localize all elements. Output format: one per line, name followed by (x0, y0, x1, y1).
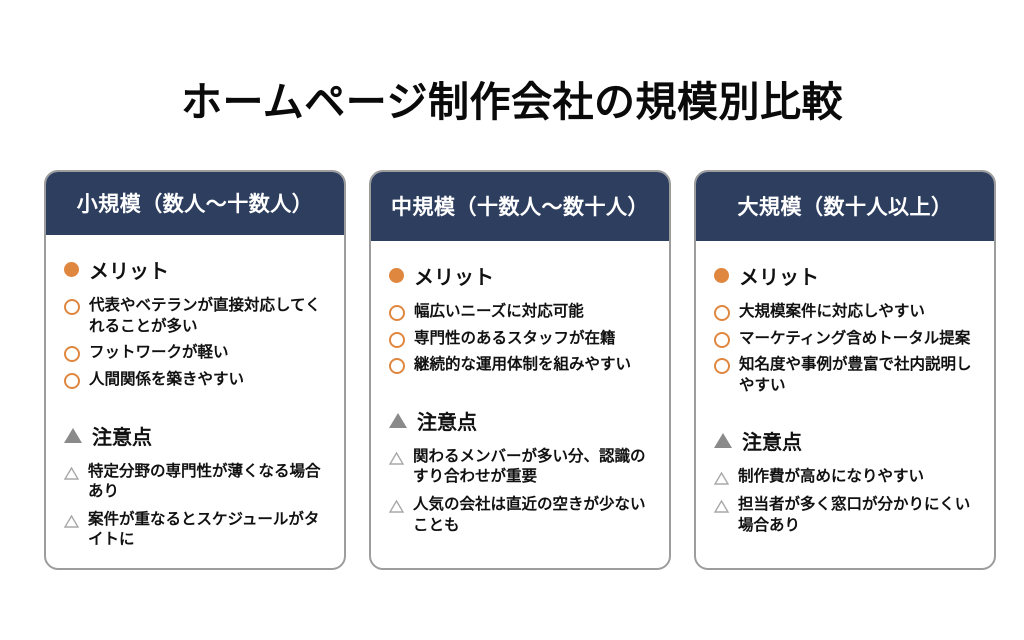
triangle-filled-icon (389, 412, 407, 428)
card-body-medium: メリット 幅広いニーズに対応可能 専門性のあるスタッフが在籍 継続的な運用体制を… (371, 241, 669, 568)
circle-outline-icon (714, 305, 730, 321)
comparison-card-medium: 中規模（十数人〜数十人） メリット 幅広いニーズに対応可能 専門性のあるスタッフ… (369, 170, 671, 570)
triangle-outline-icon (388, 451, 405, 465)
caution-heading: 注意点 (389, 406, 653, 435)
circle-outline-icon (64, 372, 80, 389)
circle-outline-icon (389, 305, 405, 321)
merit-item-text: 知名度や事例が豊富で社内説明しやすい (739, 356, 972, 394)
list-item: マーケティング含めトータル提案 (714, 329, 978, 350)
merit-item-text: フットワークが軽い (89, 344, 229, 362)
caution-heading-label: 注意点 (742, 432, 802, 455)
circle-outline-icon (714, 331, 730, 348)
comparison-card-large: 大規模（数十人以上） メリット 大規模案件に対応しやすい マーケティング含めトー… (694, 170, 996, 570)
merit-heading: メリット (64, 255, 328, 284)
merit-item-text: 継続的な運用体制を組みやすい (414, 356, 632, 374)
list-item: 担当者が多く窓口が分かりにくい場合あり (713, 495, 978, 536)
circle-outline-icon (64, 299, 80, 316)
page-title: ホームページ制作会社の規模別比較 (181, 79, 843, 125)
list-item: 人間関係を築きやすい (64, 370, 328, 391)
circle-outline-icon (389, 331, 405, 348)
merit-heading-label: メリット (89, 261, 169, 284)
list-item: 専門性のあるスタッフが在籍 (389, 329, 653, 350)
caution-heading: 注意点 (64, 421, 328, 450)
card-header-medium: 中規模（十数人〜数十人） (371, 172, 669, 241)
list-item: 特定分野の専門性が薄くなる場合あり (63, 462, 328, 503)
caution-item-text: 案件が重なるとスケジュールがタイトに (88, 510, 320, 549)
triangle-outline-icon (388, 499, 405, 513)
circle-outline-icon (64, 346, 80, 363)
caution-list: 特定分野の専門性が薄くなる場合あり 案件が重なるとスケジュールがタイトに (63, 462, 328, 551)
merit-heading: メリット (389, 261, 653, 290)
merit-item-text: マーケティング含めトータル提案 (739, 329, 971, 347)
circle-outline-icon (389, 358, 405, 375)
caution-heading-label: 注意点 (92, 426, 152, 449)
card-body-large: メリット 大規模案件に対応しやすい マーケティング含めトータル提案 知名度や事例… (696, 241, 994, 568)
merit-item-text: 大規模案件に対応しやすい (739, 303, 925, 320)
card-header-small: 小規模（数人〜十数人） (46, 172, 344, 236)
merit-item-text: 幅広いニーズに対応可能 (414, 303, 584, 320)
merit-heading: メリット (714, 261, 978, 290)
merit-heading-label: メリット (739, 267, 819, 289)
triangle-filled-icon (714, 433, 732, 449)
list-item: 幅広いニーズに対応可能 (389, 302, 653, 323)
caution-heading-label: 注意点 (417, 411, 477, 434)
list-item: 知名度や事例が豊富で社内説明しやすい (714, 355, 978, 396)
filled-circle-icon (389, 268, 404, 283)
list-item: 大規模案件に対応しやすい (714, 302, 978, 323)
circle-outline-icon (714, 358, 730, 375)
caution-list: 制作費が高めになりやすい 担当者が多く窓口が分かりにくい場合あり (713, 467, 978, 536)
triangle-outline-icon (63, 514, 80, 528)
caution-heading: 注意点 (714, 426, 978, 455)
merit-list: 大規模案件に対応しやすい マーケティング含めトータル提案 知名度や事例が豊富で社… (714, 302, 978, 396)
filled-circle-icon (714, 268, 729, 283)
filled-circle-icon (64, 262, 79, 278)
triangle-outline-icon (713, 499, 730, 513)
list-item: 関わるメンバーが多い分、認識のすり合わせが重要 (388, 447, 653, 488)
list-item: 代表やベテランが直接対応してくれることが多い (64, 296, 328, 337)
merit-item-text: 人間関係を築きやすい (89, 370, 245, 388)
merit-list: 幅広いニーズに対応可能 専門性のあるスタッフが在籍 継続的な運用体制を組みやすい (389, 302, 653, 376)
comparison-card-small: 小規模（数人〜十数人） メリット 代表やベテランが直接対応してくれることが多い … (44, 170, 346, 570)
caution-list: 関わるメンバーが多い分、認識のすり合わせが重要 人気の会社は直近の空きが少ないこ… (388, 447, 653, 536)
card-body-small: メリット 代表やベテランが直接対応してくれることが多い フットワークが軽い 人間… (46, 235, 344, 568)
caution-item-text: 制作費が高めになりやすい (738, 468, 925, 486)
triangle-filled-icon (64, 427, 82, 443)
merit-item-text: 代表やベテランが直接対応してくれることが多い (89, 297, 321, 335)
merit-item-text: 専門性のあるスタッフが在籍 (414, 329, 616, 347)
triangle-outline-icon (713, 471, 730, 486)
list-item: 案件が重なるとスケジュールがタイトに (63, 510, 328, 551)
triangle-outline-icon (63, 466, 80, 480)
comparison-card-group: 小規模（数人〜十数人） メリット 代表やベテランが直接対応してくれることが多い … (44, 170, 996, 570)
card-header-large: 大規模（数十人以上） (696, 172, 994, 241)
list-item: 制作費が高めになりやすい (713, 467, 978, 488)
list-item: 人気の会社は直近の空きが少ないことも (388, 495, 653, 536)
caution-item-text: 関わるメンバーが多い分、認識のすり合わせが重要 (413, 447, 646, 486)
caution-item-text: 人気の会社は直近の空きが少ないことも (413, 496, 646, 534)
caution-item-text: 特定分野の専門性が薄くなる場合あり (88, 462, 321, 501)
list-item: フットワークが軽い (64, 343, 328, 364)
merit-heading-label: メリット (414, 267, 494, 289)
caution-item-text: 担当者が多く窓口が分かりにくい場合あり (738, 496, 971, 534)
list-item: 継続的な運用体制を組みやすい (389, 355, 653, 376)
merit-list: 代表やベテランが直接対応してくれることが多い フットワークが軽い 人間関係を築き… (64, 296, 328, 390)
